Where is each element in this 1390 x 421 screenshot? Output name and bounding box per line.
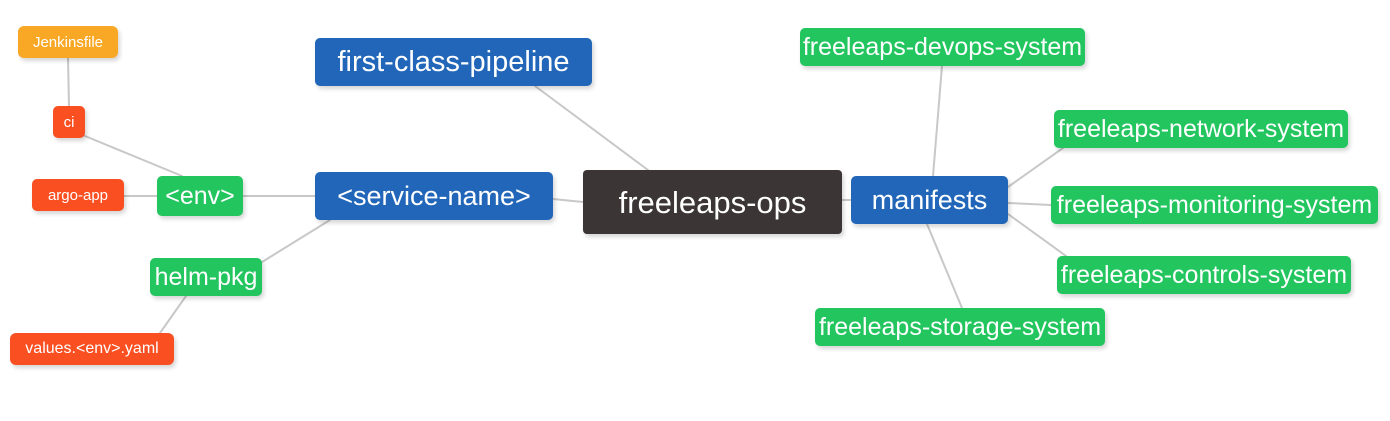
mindmap-node-label: values.<env>.yaml [25, 340, 159, 357]
mindmap-node-label: freeleaps-ops [618, 184, 807, 220]
mindmap-edge [926, 223, 963, 309]
mindmap-node-label: first-class-pipeline [337, 45, 570, 78]
mindmap-node-label: freeleaps-network-system [1057, 114, 1345, 143]
mindmap-node-argo-app[interactable]: argo-app [32, 179, 124, 211]
mindmap-node-freeleaps-controls-system[interactable]: freeleaps-controls-system [1057, 256, 1351, 294]
mindmap-node-freeleaps-storage-system[interactable]: freeleaps-storage-system [815, 308, 1105, 346]
mindmap-node-service-name[interactable]: <service-name> [315, 172, 553, 220]
mindmap-node-values-yaml[interactable]: values.<env>.yaml [10, 333, 174, 365]
mindmap-node-helm-pkg[interactable]: helm-pkg [150, 258, 262, 296]
mindmap-node-env[interactable]: <env> [157, 176, 243, 216]
mindmap-node-label: freeleaps-storage-system [818, 312, 1102, 341]
mindmap-edge [1007, 147, 1064, 188]
mindmap-edge [159, 295, 187, 334]
mindmap-node-first-class-pipeline[interactable]: first-class-pipeline [315, 38, 592, 86]
mindmap-edge [84, 135, 183, 177]
mindmap-node-label: <service-name> [337, 180, 531, 211]
mindmap-edge [1007, 202, 1052, 206]
mindmap-node-label: manifests [871, 184, 988, 215]
mindmap-edge [534, 85, 649, 171]
mindmap-node-label: Jenkinsfile [32, 33, 104, 51]
mindmap-node-manifests[interactable]: manifests [851, 176, 1008, 224]
mindmap-node-label: ci [63, 113, 75, 131]
mindmap-edge [67, 57, 70, 107]
mindmap-node-freeleaps-devops-system[interactable]: freeleaps-devops-system [800, 28, 1085, 66]
mindmap-node-label: <env> [165, 181, 235, 210]
mindmap-edge [932, 65, 943, 177]
mindmap-node-ci[interactable]: ci [53, 106, 85, 138]
mindmap-edge [552, 198, 584, 203]
mindmap-node-jenkinsfile[interactable]: Jenkinsfile [18, 26, 118, 58]
mindmap-node-label: freeleaps-monitoring-system [1056, 190, 1373, 219]
mindmap-node-label: freeleaps-controls-system [1060, 260, 1348, 289]
mindmap-edge [261, 219, 331, 263]
mindmap-node-freeleaps-ops[interactable]: freeleaps-ops [583, 170, 842, 234]
mindmap-node-label: helm-pkg [154, 262, 258, 291]
mindmap-node-label: argo-app [47, 186, 109, 204]
mindmap-node-freeleaps-monitoring-system[interactable]: freeleaps-monitoring-system [1051, 186, 1378, 224]
mindmap-node-freeleaps-network-system[interactable]: freeleaps-network-system [1054, 110, 1348, 148]
mindmap-node-label: freeleaps-devops-system [802, 32, 1083, 61]
